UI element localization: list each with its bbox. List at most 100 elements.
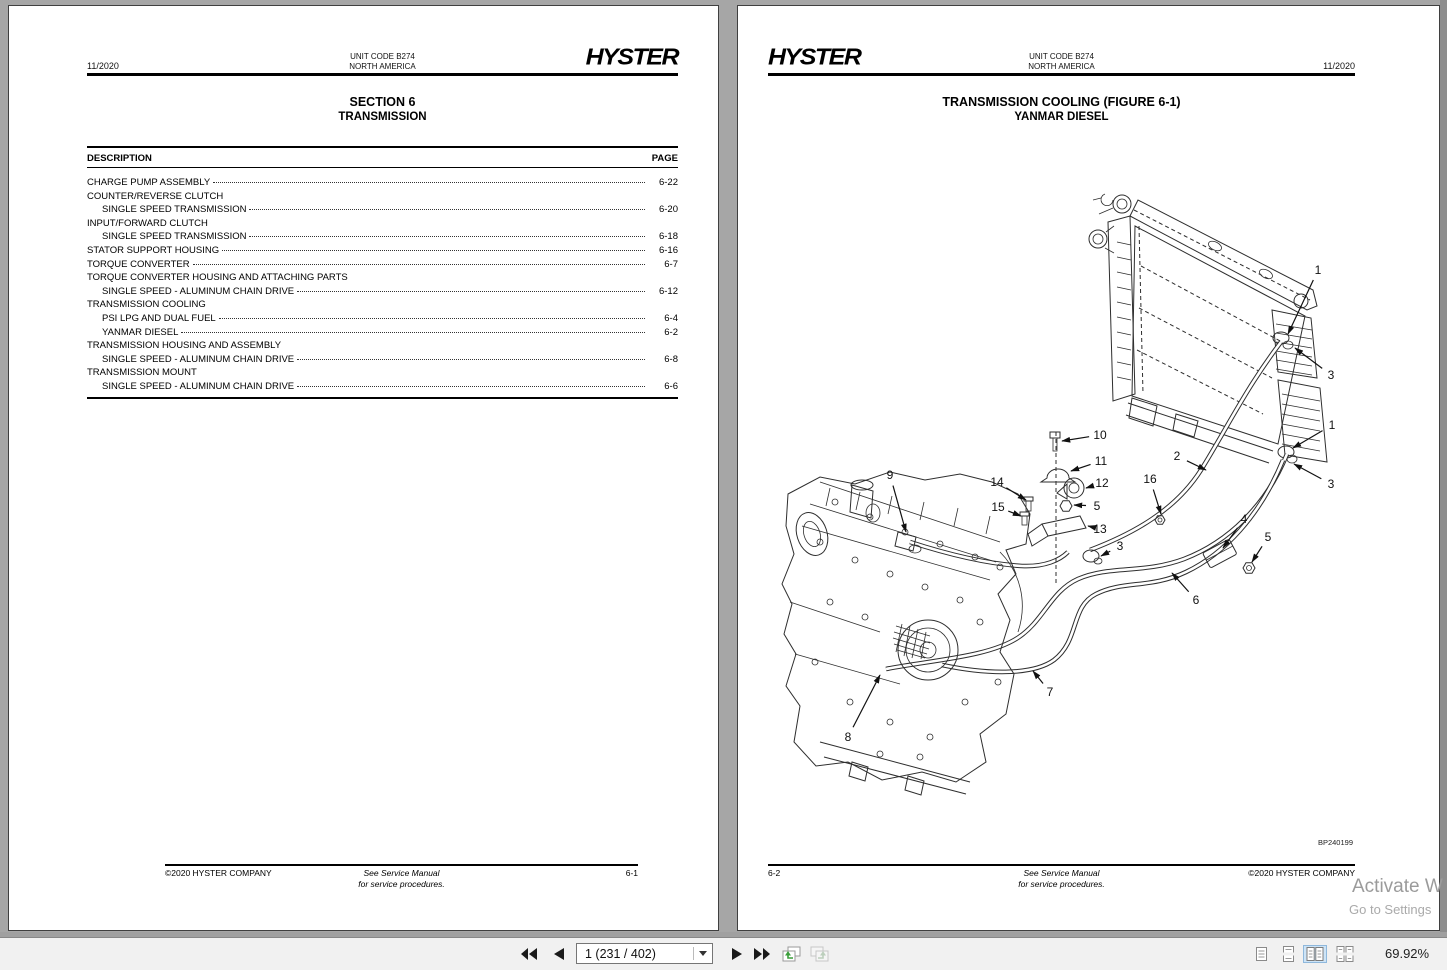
hose-art xyxy=(885,340,1290,675)
callout-arrow xyxy=(852,674,881,728)
page-left: 11/2020 UNIT CODE B274 NORTH AMERICA HYS… xyxy=(8,5,719,931)
footer-note: See Service Manual for service procedure… xyxy=(358,868,445,889)
toc-row: COUNTER/REVERSE CLUTCH xyxy=(87,190,224,202)
right-page-header: HYSTER UNIT CODE B274 NORTH AMERICA 11/2… xyxy=(768,42,1355,76)
first-page-button[interactable] xyxy=(518,946,540,962)
single-page-view-icon xyxy=(1255,947,1267,961)
callout-arrow xyxy=(1008,510,1022,517)
callout-arrow xyxy=(1287,279,1314,335)
figure-callout-number: 4 xyxy=(1241,512,1248,526)
facing-view-icon xyxy=(1306,947,1324,961)
callout-arrow xyxy=(1293,463,1322,480)
figure-reference-code: BP240199 xyxy=(1317,838,1353,847)
callout-arrow xyxy=(892,485,907,533)
figure-callout-number: 3 xyxy=(1117,539,1124,553)
page-right: HYSTER UNIT CODE B274 NORTH AMERICA 11/2… xyxy=(737,5,1440,931)
hyster-logo: HYSTER xyxy=(768,44,862,71)
zoom-level[interactable]: 69.92% xyxy=(1385,946,1430,961)
continuous-facing-view-icon xyxy=(1336,946,1354,962)
figure-callout-number: 13 xyxy=(1093,522,1107,536)
last-page-button[interactable] xyxy=(750,946,772,962)
callout-arrow xyxy=(1186,460,1207,471)
callout-arrow xyxy=(1073,502,1087,509)
callout-arrow xyxy=(1070,463,1091,472)
figure-callout-number: 12 xyxy=(1095,476,1109,490)
figure-callout-number: 7 xyxy=(1047,685,1054,699)
transmission-art xyxy=(781,471,1031,796)
figure-callout-number: 3 xyxy=(1328,477,1335,491)
figure-callout-number: 15 xyxy=(991,500,1005,514)
figure-callout-number: 1 xyxy=(1315,263,1322,277)
figure-callout-number: 8 xyxy=(845,730,852,744)
toc-col-page: PAGE xyxy=(651,153,678,164)
toc-row: TRANSMISSION HOUSING AND ASSEMBLY xyxy=(87,340,282,352)
page-number-combobox[interactable]: 1 (231 / 402) xyxy=(576,943,713,964)
continuous-view-button[interactable] xyxy=(1278,945,1298,963)
previous-page-button[interactable] xyxy=(548,946,570,962)
page-dropdown-arrow-icon[interactable] xyxy=(694,951,712,956)
figure-callout-number: 11 xyxy=(1095,454,1108,468)
figure-callout-number: 3 xyxy=(1328,368,1335,382)
figure-callout-number: 16 xyxy=(1143,472,1157,486)
next-page-button[interactable] xyxy=(726,946,748,962)
toc-header: DESCRIPTION PAGE xyxy=(87,146,678,168)
callout-arrow xyxy=(1292,430,1323,449)
figure-callout-number: 6 xyxy=(1193,593,1200,607)
window-right-edge xyxy=(1440,0,1447,933)
next-page-icon xyxy=(732,948,742,960)
figure-callout-number: 10 xyxy=(1093,428,1107,442)
header-date: 11/2020 xyxy=(87,61,119,71)
last-page-icon xyxy=(753,948,770,960)
facing-view-button[interactable] xyxy=(1303,945,1327,963)
callout-arrow xyxy=(1006,487,1027,501)
page-number-value: 1 (231 / 402) xyxy=(585,946,656,961)
toolbar-top-strip xyxy=(0,932,1447,938)
single-page-view-button[interactable] xyxy=(1251,945,1271,963)
toc-row: TORQUE CONVERTER HOUSING AND ATTACHING P… xyxy=(87,272,348,284)
mount-hardware-art xyxy=(1019,431,1256,584)
footer-copyright: ©2020 HYSTER COMPANY xyxy=(1248,868,1356,878)
activate-windows-settings-hint: Go to Settings xyxy=(1349,902,1432,917)
callout-arrow xyxy=(1100,549,1111,557)
header-date: 11/2020 xyxy=(1323,61,1356,71)
right-page-footer: 6-2 See Service Manual for service proce… xyxy=(768,864,1355,889)
figure-callout-number: 5 xyxy=(1265,530,1272,544)
hyster-logo: HYSTER xyxy=(585,44,680,71)
callout-arrow xyxy=(1294,347,1323,369)
footer-copyright: ©2020 HYSTER COMPANY xyxy=(165,868,272,878)
next-view-button[interactable] xyxy=(807,946,831,962)
figure-title: TRANSMISSION COOLING (FIGURE 6-1) YANMAR… xyxy=(942,95,1181,123)
toc-row: INPUT/FORWARD CLUTCH xyxy=(87,217,208,229)
callout-arrow xyxy=(1152,489,1162,515)
next-view-icon xyxy=(810,946,828,962)
callout-arrow xyxy=(1222,527,1239,549)
header-unit-code: UNIT CODE B274 NORTH AMERICA xyxy=(349,52,416,71)
left-page-footer: ©2020 HYSTER COMPANY See Service Manual … xyxy=(165,864,638,889)
callout-arrow xyxy=(1061,436,1090,443)
footer-page-number: 6-1 xyxy=(625,868,639,878)
figure-callout-number: 5 xyxy=(1094,499,1101,513)
toc-row: TRANSMISSION MOUNT xyxy=(87,367,197,379)
document-canvas: 11/2020 UNIT CODE B274 NORTH AMERICA HYS… xyxy=(8,0,1447,933)
continuous-facing-view-button[interactable] xyxy=(1333,945,1357,963)
figure-callout-number: 9 xyxy=(887,468,894,482)
previous-view-button[interactable] xyxy=(779,946,803,962)
footer-page-number: 6-2 xyxy=(768,868,781,878)
callout-arrow xyxy=(1171,572,1190,593)
first-page-icon xyxy=(520,948,537,960)
callout-arrow xyxy=(1032,670,1044,684)
continuous-view-icon xyxy=(1282,946,1294,962)
